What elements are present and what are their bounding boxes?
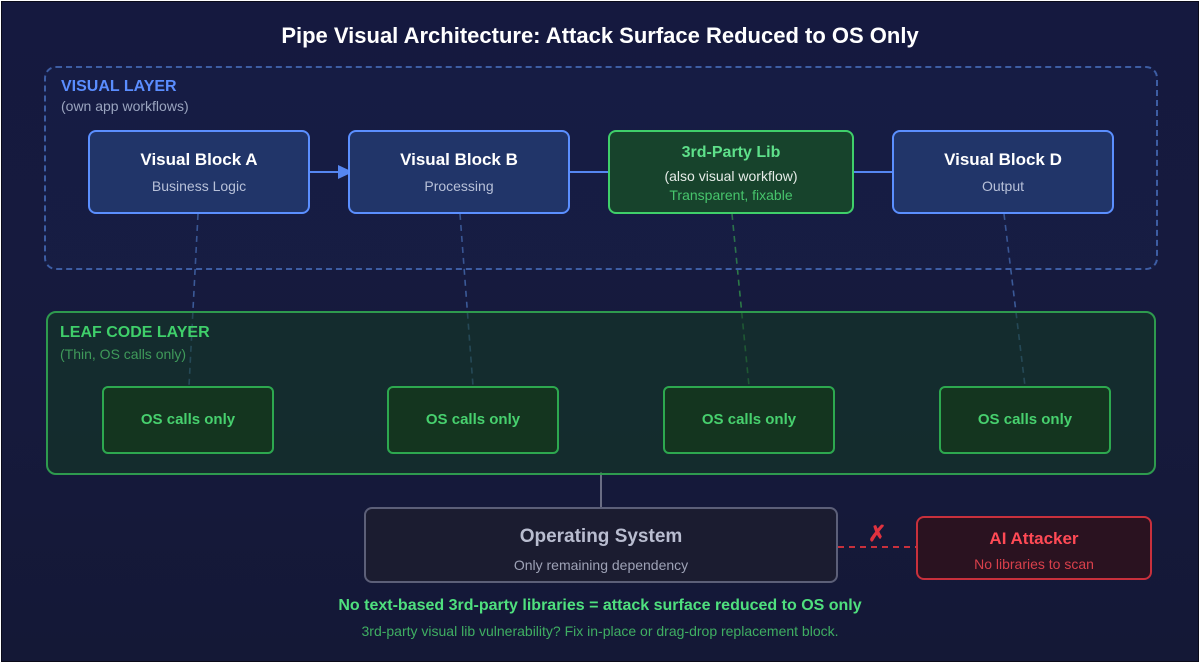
attacker-title: AI Attacker xyxy=(989,529,1079,548)
operating-system-block[interactable]: Operating System Only remaining dependen… xyxy=(364,507,838,583)
blocked-x-icon: ✗ xyxy=(868,521,887,546)
visual-block-d-title: Visual Block D xyxy=(944,150,1062,169)
third-party-lib-line1: (also visual workflow) xyxy=(664,168,798,184)
visual-block-a-title: Visual Block A xyxy=(140,150,258,169)
diagram-title: Pipe Visual Architecture: Attack Surface… xyxy=(281,23,919,48)
footer-note: 3rd-party visual lib vulnerability? Fix … xyxy=(361,623,839,639)
ai-attacker-block[interactable]: AI Attacker No libraries to scan xyxy=(916,516,1152,580)
third-party-lib-block[interactable]: 3rd-Party Lib (also visual workflow) Tra… xyxy=(608,130,854,214)
footer-headline: No text-based 3rd-party libraries = atta… xyxy=(338,597,862,614)
leaf-block-a[interactable]: OS calls only xyxy=(102,386,274,454)
arrow-a-to-b-head xyxy=(338,165,353,179)
leaf-layer-subtitle: (Thin, OS calls only) xyxy=(60,346,187,362)
visual-block-b-subtitle: Processing xyxy=(424,178,494,194)
third-party-lib-line2: Transparent, fixable xyxy=(669,187,793,203)
visual-layer-subtitle: (own app workflows) xyxy=(61,98,189,114)
os-title: Operating System xyxy=(519,526,683,547)
third-party-lib-title: 3rd-Party Lib xyxy=(681,144,781,161)
visual-block-d[interactable]: Visual Block D Output xyxy=(892,130,1114,214)
visual-layer-title: VISUAL LAYER xyxy=(61,78,177,95)
visual-block-a-subtitle: Business Logic xyxy=(151,178,247,194)
attacker-subtitle: No libraries to scan xyxy=(974,556,1094,572)
visual-block-b[interactable]: Visual Block B Processing xyxy=(348,130,570,214)
leaf-block-d[interactable]: OS calls only xyxy=(939,386,1111,454)
visual-block-d-subtitle: Output xyxy=(981,178,1025,194)
leaf-layer-title: LEAF CODE LAYER xyxy=(60,324,210,341)
leaf-block-lib[interactable]: OS calls only xyxy=(663,386,835,454)
os-subtitle: Only remaining dependency xyxy=(513,557,689,573)
visual-block-a[interactable]: Visual Block A Business Logic xyxy=(88,130,310,214)
leaf-block-b[interactable]: OS calls only xyxy=(387,386,559,454)
visual-block-b-title: Visual Block B xyxy=(400,150,518,169)
